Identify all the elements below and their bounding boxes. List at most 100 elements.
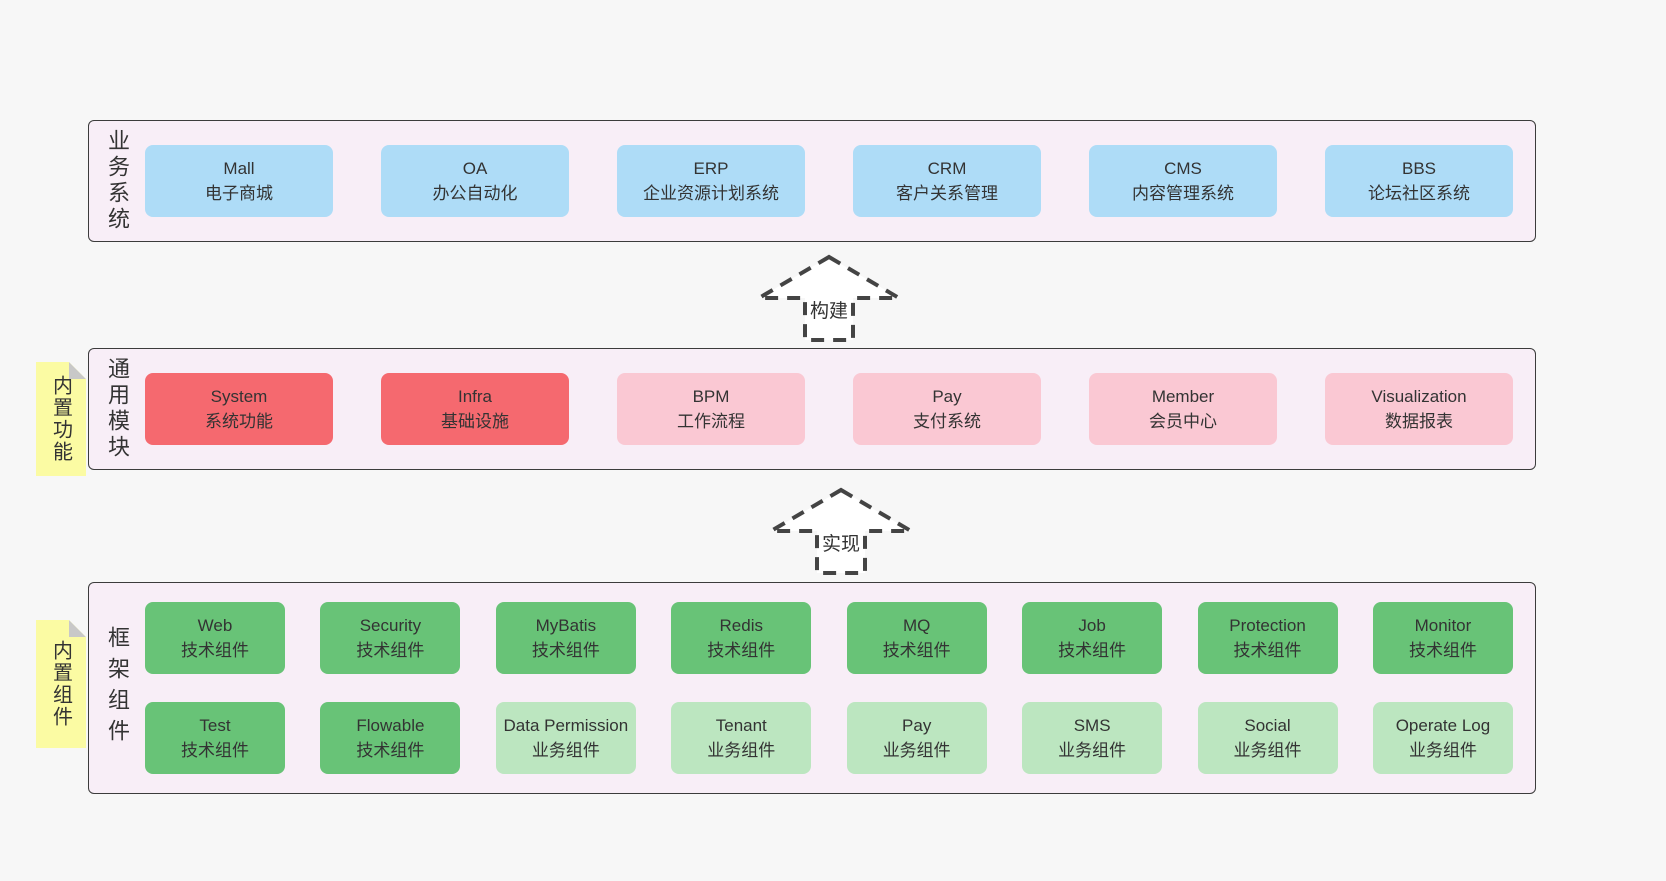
box-desc: 论坛社区系统 [1368, 184, 1470, 203]
box-name: Monitor [1414, 615, 1472, 635]
arrow-build-label: 构建 [806, 296, 852, 323]
box-desc: 支付系统 [913, 412, 981, 431]
box-erp: ERP 企业资源计划系统 [617, 145, 805, 217]
business-box-row: Mall 电子商城 OA 办公自动化 ERP 企业资源计划系统 CRM 客户关系… [145, 145, 1535, 217]
arrow-implement-label: 实现 [818, 529, 864, 556]
box-security: Security 技术组件 [320, 602, 461, 674]
box-desc: 业务组件 [1408, 741, 1477, 760]
box-bbs: BBS 论坛社区系统 [1325, 145, 1513, 217]
box-crm: CRM 客户关系管理 [853, 145, 1041, 217]
band-label-modules: 通用模块 [105, 357, 130, 461]
box-pay-module: Pay 支付系统 [853, 373, 1041, 445]
box-name: MyBatis [535, 615, 597, 635]
components-row-1: Web 技术组件 Security 技术组件 MyBatis 技术组件 Redi… [145, 602, 1513, 674]
box-name: Member [1151, 386, 1215, 406]
box-desc: 技术组件 [1233, 641, 1302, 660]
box-name: ERP [693, 158, 729, 178]
box-desc: 业务组件 [882, 741, 951, 760]
box-name: Tenant [715, 715, 767, 735]
box-flowable: Flowable 技术组件 [320, 702, 461, 774]
box-mq: MQ 技术组件 [846, 602, 987, 674]
box-desc: 会员中心 [1149, 412, 1217, 431]
box-name: Flowable [356, 715, 425, 735]
band-common-modules: 通用模块 System 系统功能 Infra 基础设施 BPM 工作流程 Pay… [88, 348, 1536, 470]
box-name: BBS [1401, 158, 1437, 178]
modules-box-row: System 系统功能 Infra 基础设施 BPM 工作流程 Pay 支付系统… [145, 373, 1535, 445]
box-name: Web [197, 615, 233, 635]
box-mybatis: MyBatis 技术组件 [495, 602, 636, 674]
arrow-implement: 实现 [766, 485, 916, 577]
arrow-build: 构建 [754, 252, 904, 344]
box-name: CMS [1164, 158, 1202, 178]
box-name: Pay [932, 386, 962, 406]
box-name: BPM [692, 386, 730, 406]
box-desc: 数据报表 [1385, 412, 1453, 431]
box-name: MQ [902, 615, 931, 635]
box-desc: 技术组件 [1408, 641, 1477, 660]
box-desc: 基础设施 [441, 412, 509, 431]
box-name: Protection [1229, 615, 1306, 635]
box-name: Visualization [1371, 386, 1467, 406]
box-system: System 系统功能 [145, 373, 333, 445]
box-name: SMS [1073, 715, 1111, 735]
box-data-permission: Data Permission 业务组件 [495, 702, 636, 774]
band-business-systems: 业务系统 Mall 电子商城 OA 办公自动化 ERP 企业资源计划系统 CRM… [88, 120, 1536, 242]
box-cms: CMS 内容管理系统 [1089, 145, 1277, 217]
box-desc: 工作流程 [677, 412, 745, 431]
box-desc: 技术组件 [181, 641, 249, 660]
box-desc: 电子商城 [205, 184, 273, 203]
band-label-components: 框架组件 [105, 626, 130, 750]
box-name: Mall [223, 158, 255, 178]
band-framework-components: 框架组件 Web 技术组件 Security 技术组件 MyBatis 技术组件… [88, 582, 1536, 794]
sticky-text: 内置功能 [49, 375, 72, 463]
box-name: System [210, 386, 268, 406]
box-name: Operate Log [1395, 715, 1491, 735]
sticky-note-builtin-components: 内置组件 [36, 620, 86, 748]
box-monitor: Monitor 技术组件 [1372, 602, 1513, 674]
components-grid: Web 技术组件 Security 技术组件 MyBatis 技术组件 Redi… [145, 602, 1535, 774]
box-mall: Mall 电子商城 [145, 145, 333, 217]
box-name: OA [462, 158, 488, 178]
box-visualization: Visualization 数据报表 [1325, 373, 1513, 445]
folded-corner-icon [69, 362, 86, 379]
box-name: Social [1244, 715, 1291, 735]
box-desc: 技术组件 [707, 641, 776, 660]
box-name: Data Permission [503, 715, 629, 735]
sticky-text: 内置组件 [49, 640, 72, 728]
box-desc: 技术组件 [181, 741, 249, 760]
components-row-2: Test 技术组件 Flowable 技术组件 Data Permission … [145, 702, 1513, 774]
box-desc: 技术组件 [356, 741, 425, 760]
sticky-note-builtin-features: 内置功能 [36, 362, 86, 476]
box-name: Infra [457, 386, 493, 406]
box-member: Member 会员中心 [1089, 373, 1277, 445]
box-name: Test [199, 715, 231, 735]
box-tenant: Tenant 业务组件 [671, 702, 812, 774]
box-desc: 技术组件 [356, 641, 425, 660]
box-operate-log: Operate Log 业务组件 [1372, 702, 1513, 774]
box-desc: 业务组件 [1058, 741, 1127, 760]
box-bpm: BPM 工作流程 [617, 373, 805, 445]
box-infra: Infra 基础设施 [381, 373, 569, 445]
band-label-business: 业务系统 [105, 129, 130, 233]
box-redis: Redis 技术组件 [671, 602, 812, 674]
box-oa: OA 办公自动化 [381, 145, 569, 217]
box-desc: 系统功能 [205, 412, 273, 431]
folded-corner-icon [69, 620, 86, 637]
box-desc: 技术组件 [531, 641, 600, 660]
box-desc: 客户关系管理 [896, 184, 998, 203]
box-protection: Protection 技术组件 [1197, 602, 1338, 674]
box-name: CRM [927, 158, 967, 178]
box-job: Job 技术组件 [1022, 602, 1163, 674]
box-desc: 业务组件 [531, 741, 600, 760]
box-desc: 办公自动化 [432, 184, 518, 203]
box-desc: 内容管理系统 [1132, 184, 1234, 203]
box-test: Test 技术组件 [145, 702, 285, 774]
box-sms: SMS 业务组件 [1022, 702, 1163, 774]
box-name: Redis [719, 615, 763, 635]
box-desc: 业务组件 [707, 741, 776, 760]
box-social: Social 业务组件 [1197, 702, 1338, 774]
box-desc: 技术组件 [882, 641, 951, 660]
box-pay-component: Pay 业务组件 [846, 702, 987, 774]
box-desc: 企业资源计划系统 [643, 184, 779, 203]
